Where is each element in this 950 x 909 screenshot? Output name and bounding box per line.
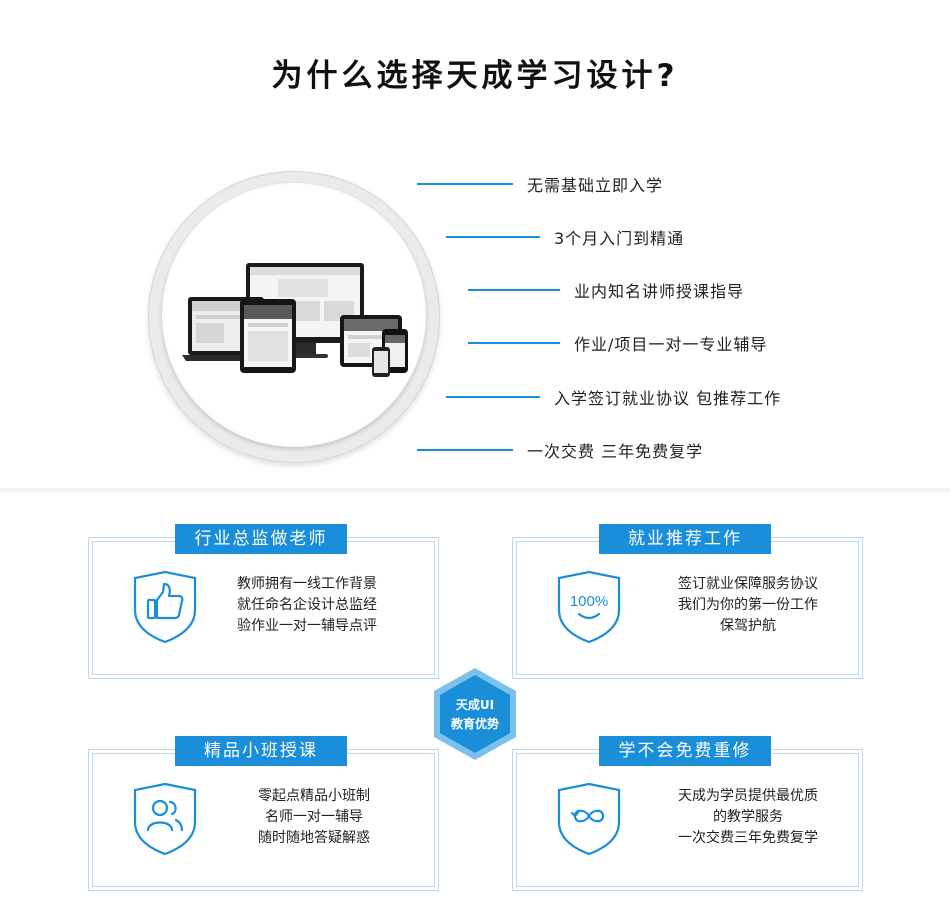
icon-label: 100% (570, 593, 608, 610)
card-title: 学不会免费重修 (599, 736, 771, 766)
card-line: 签订就业保障服务协议 (678, 576, 818, 592)
feature-item: 无需基础立即入学 (417, 174, 664, 195)
card-description: 天成为学员提供最优质 的教学服务 一次交费三年免费复学 (653, 786, 843, 849)
card-title: 行业总监做老师 (175, 524, 347, 554)
users-icon (133, 782, 197, 856)
feature-item: 3个月入门到精通 (446, 227, 685, 248)
card-line: 随时随地答疑解惑 (258, 830, 370, 846)
card-line: 零起点精品小班制 (258, 788, 370, 804)
feature-text: 一次交费 三年免费复学 (527, 442, 704, 461)
thumbs-up-icon (133, 570, 197, 644)
devices-circle-inner (162, 183, 426, 447)
top-section: 为什么选择天成学习设计? (0, 0, 950, 488)
feature-text: 无需基础立即入学 (527, 176, 664, 195)
card-line: 的教学服务 (713, 809, 783, 825)
100-percent-icon: 100% (557, 570, 621, 644)
page-title: 为什么选择天成学习设计? (271, 58, 679, 94)
advantages-section: 行业总监做老师 教师拥有一线工作背景 就任命名企设计总监经 验作业一对一辅导点评… (0, 492, 950, 909)
advantage-card: 精品小班授课 零起点精品小班制 名师一对一辅导 随时随地答疑解惑 (88, 736, 439, 891)
card-line: 验作业一对一辅导点评 (237, 618, 377, 634)
badge-line-2: 教育优势 (450, 716, 499, 731)
feature-item: 业内知名讲师授课指导 (468, 280, 745, 301)
advantage-card: 行业总监做老师 教师拥有一线工作背景 就任命名企设计总监经 验作业一对一辅导点评 (88, 524, 439, 679)
feature-item: 作业/项目一对一专业辅导 (468, 333, 768, 354)
badge-line-1: 天成UI (456, 697, 494, 712)
card-line: 天成为学员提供最优质 (678, 788, 818, 804)
advantage-card: 就业推荐工作 100% 签订就业保障服务协议 我们为你的第一份工作 保驾护航 (512, 524, 863, 679)
feature-item: 一次交费 三年免费复学 (417, 440, 704, 461)
card-description: 教师拥有一线工作背景 就任命名企设计总监经 验作业一对一辅导点评 (237, 574, 427, 637)
card-line: 我们为你的第一份工作 (678, 597, 818, 613)
card-line: 一次交费三年免费复学 (678, 830, 818, 846)
center-hexagon-badge: 天成UI 教育优势 (434, 668, 516, 760)
card-description: 签订就业保障服务协议 我们为你的第一份工作 保驾护航 (653, 574, 843, 637)
card-line: 教师拥有一线工作背景 (237, 576, 377, 592)
card-line: 名师一对一辅导 (265, 809, 363, 825)
feature-line (417, 449, 513, 451)
infinity-icon (557, 782, 621, 856)
feature-text: 作业/项目一对一专业辅导 (574, 335, 768, 354)
devices-circle (148, 171, 440, 463)
card-description: 零起点精品小班制 名师一对一辅导 随时随地答疑解惑 (219, 786, 409, 849)
feature-line (417, 183, 513, 185)
card-title: 精品小班授课 (175, 736, 347, 766)
feature-item: 入学签订就业协议 包推荐工作 (446, 387, 782, 408)
card-title: 就业推荐工作 (599, 524, 771, 554)
card-line: 就任命名企设计总监经 (237, 597, 377, 613)
advantage-card: 学不会免费重修 天成为学员提供最优质 的教学服务 一次交费三年免费复学 (512, 736, 863, 891)
feature-text: 入学签订就业协议 包推荐工作 (554, 389, 782, 408)
feature-line (446, 396, 540, 398)
feature-text: 业内知名讲师授课指导 (574, 282, 745, 301)
card-line: 保驾护航 (720, 618, 776, 634)
feature-line (468, 342, 560, 344)
responsive-devices-image (182, 263, 408, 377)
feature-line (446, 236, 540, 238)
feature-text: 3个月入门到精通 (554, 229, 685, 248)
feature-line (468, 289, 560, 291)
